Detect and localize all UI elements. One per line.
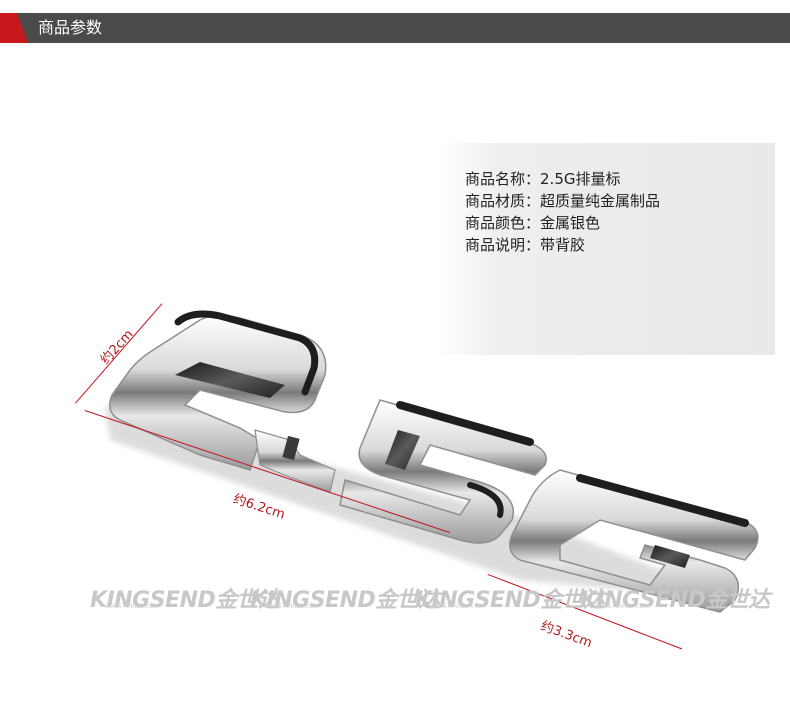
watermark-2: KINGSEND金世达 (250, 588, 440, 613)
watermark-4: KINGSEND金世达 (580, 588, 770, 613)
spec-color-value: 金属银色 (540, 214, 601, 232)
spec-material-key: 商品材质： (465, 192, 541, 210)
header-bar: 商品参数 (0, 13, 790, 43)
spec-material: 商品材质：超质量纯金属制品 (465, 190, 660, 211)
watermark-url-2: SOUSTIMALL.COM (265, 603, 320, 610)
spec-note-key: 商品说明： (465, 236, 541, 254)
spec-color: 商品颜色：金属银色 (465, 212, 600, 233)
spec-color-key: 商品颜色： (465, 214, 541, 232)
spec-material-value: 超质量纯金属制品 (540, 192, 661, 210)
letter-g (509, 469, 759, 613)
decimal-point (254, 429, 336, 493)
spec-name-key: 商品名称： (465, 170, 541, 188)
spec-note-value: 带背胶 (540, 236, 586, 254)
spec-note: 商品说明：带背胶 (465, 234, 585, 255)
watermark-1: KINGSEND金世达 (90, 588, 280, 613)
header-title: 商品参数 (38, 18, 103, 37)
spec-panel (435, 143, 775, 355)
watermark-url-1: SOUSTIMALL.COM (105, 603, 160, 610)
digit-5 (339, 399, 547, 544)
watermark-3: KINGSEND金世达 (415, 588, 605, 613)
watermark-url-3: SOUSTIMALL.COM (430, 603, 485, 610)
watermark-url-4: SOUSTIMALL.COM (595, 603, 650, 610)
digit-2 (109, 310, 327, 471)
spec-name: 商品名称：2.5G排量标 (465, 168, 621, 189)
spec-name-value: 2.5G排量标 (540, 170, 621, 188)
